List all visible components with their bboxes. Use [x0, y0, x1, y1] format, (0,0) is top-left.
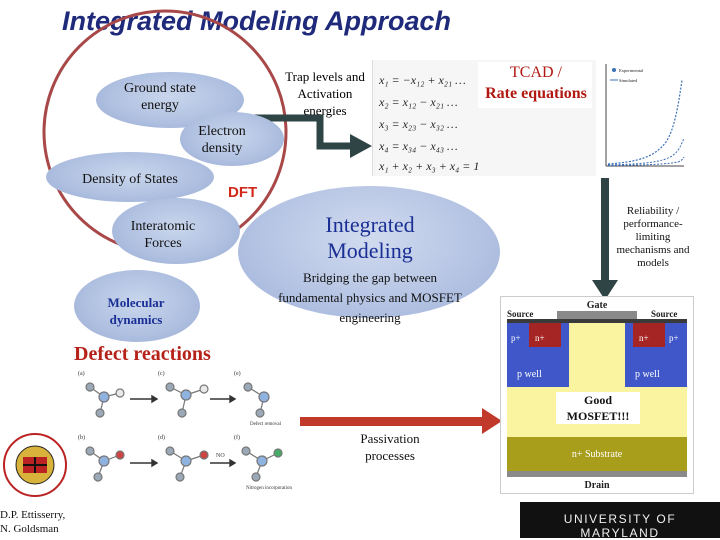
tcad-label: TCAD / Rate equations: [478, 62, 594, 104]
arrow-head-trap: [350, 134, 372, 158]
no-label: NO: [216, 453, 225, 459]
molecule-a: [85, 382, 125, 418]
drain-label: Drain: [585, 480, 610, 491]
bubble-electron-density: [180, 112, 284, 166]
bubble-interatomic-forces: [112, 198, 240, 264]
substrate-label: n+ Substrate: [572, 449, 623, 460]
caption-defect-removal: Defect removal: [250, 422, 282, 427]
label-density-of-states: Density of States: [82, 172, 178, 187]
bubble-density-of-states: [46, 152, 214, 202]
experiment-plot-svg: Experimental Simulated: [605, 64, 685, 167]
molecule-b: [85, 446, 125, 482]
umd-seal-logo: [2, 432, 68, 498]
legend-entry: Simulated: [619, 78, 638, 83]
molecule-c: [165, 382, 209, 418]
label-ground-state: Ground state energy: [124, 81, 196, 113]
reaction-arrows: [130, 394, 237, 468]
source-left-label: Source: [507, 309, 533, 319]
page-title: Integrated Modeling Approach: [62, 6, 452, 36]
p-plus-left-label: p+: [511, 333, 521, 343]
n-plus-left: [529, 323, 561, 347]
reliability-text: Reliability / performance-limiting mecha…: [616, 205, 690, 269]
equation-line: x₃ = x₂₃ − x₃₂ …: [378, 117, 458, 131]
good-mosfet-label: Good MOSFET!!!: [556, 392, 640, 424]
dft-label: DFT: [228, 184, 258, 201]
drain-contact: [507, 471, 687, 477]
panel-label: (e): [234, 370, 241, 377]
integrated-modeling-title: Integrated Modeling: [325, 212, 415, 263]
equation-line: x₁ = −x₁₂ + x₂₁ …: [378, 73, 466, 87]
oxide-layer: [507, 319, 687, 323]
equation-line: x₂ = x₁₂ − x₂₁ …: [378, 95, 458, 109]
tcad-label-box: [478, 62, 592, 108]
good-mosfet-text: Good MOSFET!!!: [566, 393, 630, 423]
n-plus-right-label: n+: [639, 333, 649, 343]
panel-label: (c): [158, 370, 165, 377]
panel-label: (f): [234, 434, 240, 441]
gate-label: Gate: [587, 300, 608, 311]
plot-curve-1: [607, 79, 683, 165]
caption-nitrogen: Nitrogen incorporation: [246, 486, 292, 491]
author-credit: D.P. Ettisserry, N. Goldsman: [0, 508, 65, 536]
panel-label: (b): [78, 434, 85, 441]
integrated-modeling-subtitle: Bridging the gap between fundamental phy…: [278, 270, 462, 325]
integrated-modeling-ellipse: [238, 186, 500, 318]
bubble-molecular-dynamics: [74, 270, 200, 342]
tcad-line1: TCAD /: [510, 64, 562, 81]
mosfet-svg: Gate Source Source p+ n+ n+ p+ p well p …: [507, 300, 687, 491]
p-plus-left: [509, 327, 527, 345]
label-electron-density: Electron density: [198, 124, 246, 156]
equation-line: x₁ + x₂ + x₃ + x₄ = 1: [378, 159, 479, 173]
p-well-right-label: p well: [635, 369, 660, 380]
plot-curve-3: [607, 156, 685, 166]
gate-metal: [557, 311, 637, 319]
molecule-d: [165, 446, 209, 482]
legend-entry: Experimental: [619, 68, 644, 73]
rate-equations-svg: x₁ = −x₁₂ + x₂₁ … x₂ = x₁₂ − x₂₁ … x₃ = …: [378, 73, 479, 173]
arrow-head-reliability: [592, 280, 618, 300]
molecule-e: [243, 382, 270, 418]
p-plus-right: [667, 327, 685, 345]
label-molecular-dynamics: Molecular dynamics: [107, 295, 165, 327]
passivation-text: Passivation processes: [360, 431, 420, 463]
legend-marker: [612, 68, 616, 72]
university-banner: [520, 502, 720, 538]
arrow-head-passivation: [482, 408, 502, 434]
label-interatomic-forces: Interatomic Forces: [130, 219, 196, 251]
plot-curve-2: [607, 137, 685, 166]
panel-label: (d): [158, 434, 165, 441]
p-plus-right-label: p+: [669, 333, 679, 343]
tcad-line2: Rate equations: [485, 85, 587, 102]
source-right-label: Source: [651, 309, 677, 319]
panel-label: (a): [78, 370, 85, 377]
p-well-left-label: p well: [517, 369, 542, 380]
equation-line: x₄ = x₃₄ − x₄₃ …: [378, 139, 458, 153]
arrow-dft-to-trap: [230, 114, 352, 150]
umd-seal-svg: [3, 433, 67, 497]
defect-reactions-svg: (a) (c) (e) (b) (d) (f): [78, 370, 292, 491]
university-name: UNIVERSITY OF MARYLAND: [563, 512, 677, 540]
credit-line1: D.P. Ettisserry,: [0, 509, 66, 521]
defect-reactions-title: Defect reactions: [74, 343, 211, 365]
n-plus-right: [633, 323, 665, 347]
n-plus-left-label: n+: [535, 333, 545, 343]
arrow-shaft-reliability: [601, 178, 609, 283]
experiment-plot: Experimental Simulated: [596, 58, 688, 176]
substrate: [507, 437, 687, 471]
credit-line2: N. Goldsman: [0, 523, 59, 535]
trap-levels-text: Trap levels and Activation energies: [285, 69, 365, 118]
arrow-shaft-passivation: [300, 417, 485, 426]
molecule-f: [241, 446, 283, 482]
defect-reactions-figure: (a) (c) (e) (b) (d) (f): [70, 343, 300, 495]
